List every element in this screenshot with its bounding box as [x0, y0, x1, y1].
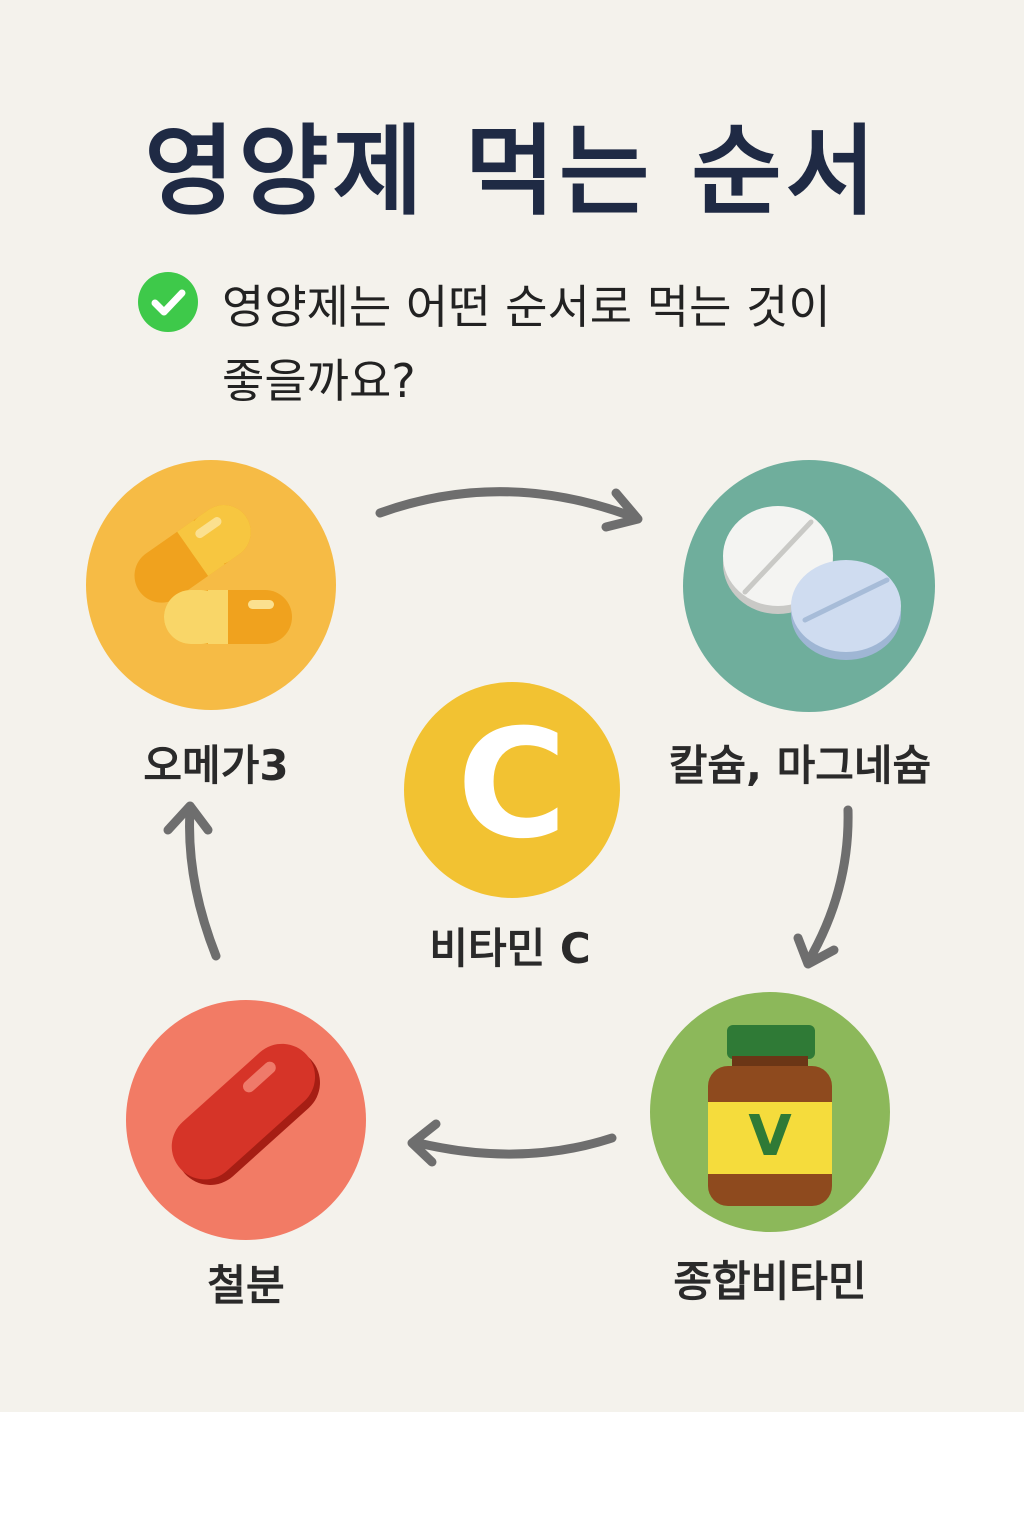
- multivitamin-circle: V: [650, 992, 890, 1232]
- omega3-circle: [86, 460, 336, 710]
- letter-c-icon: C: [456, 698, 568, 872]
- arrow-omega3-to-calcium: [375, 487, 641, 523]
- bottle-letter: V: [748, 1104, 792, 1169]
- cycle-arrows: [163, 487, 853, 1167]
- iron-label: 철분: [207, 1261, 285, 1310]
- check-circle-icon: [138, 272, 198, 332]
- capsule-pills-icon: [134, 505, 292, 644]
- vitamin-c-label: 비타민 C: [429, 924, 591, 973]
- page-title: 영양제 먹는 순서: [144, 115, 880, 229]
- red-capsule-icon: [171, 1043, 320, 1185]
- question-line-2: 좋을까요?: [222, 354, 416, 408]
- arrow-iron-to-omega3: [185, 805, 221, 961]
- omega3-label: 오메가3: [143, 741, 289, 790]
- arrow-calcium-to-multivitamin: [803, 805, 853, 967]
- question-line-1: 영양제는 어떤 순서로 먹는 것이: [222, 280, 831, 334]
- vitamin-bottle-icon: [708, 1025, 832, 1206]
- arrow-multivitamin-to-iron: [409, 1133, 617, 1159]
- question-text: 영양제는 어떤 순서로 먹는 것이 좋을까요?: [222, 270, 922, 418]
- tablets-icon: [723, 506, 901, 660]
- calcium-magnesium-label: 칼슘, 마그네슘: [668, 741, 932, 790]
- vitamin-c-circle: C: [404, 682, 620, 898]
- multivitamin-label: 종합비타민: [673, 1257, 867, 1306]
- calcium-circle: [683, 460, 935, 712]
- iron-circle: [126, 1000, 366, 1240]
